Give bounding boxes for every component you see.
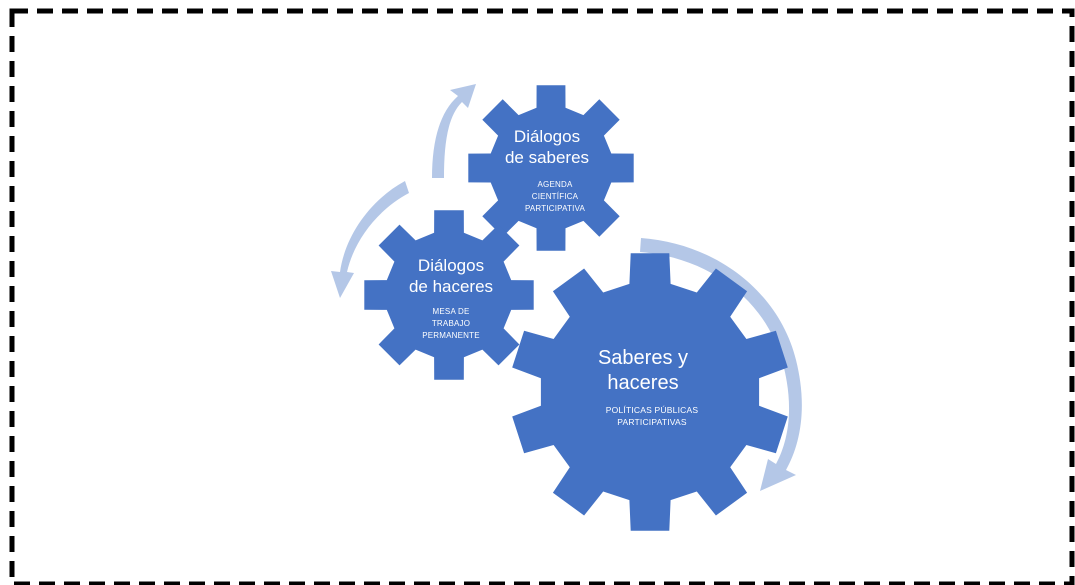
gear-dialogos-de-saberes (468, 85, 634, 251)
curved-arrow-icon (331, 181, 409, 298)
gear-subtitle-line3: PERMANENTE (422, 331, 480, 340)
gear-haceres-label: Diálogos de haceres MESA DE TRABAJO PERM… (409, 256, 493, 340)
gear-subtitle-line2: TRABAJO (432, 319, 470, 328)
arrow-left-down (331, 181, 409, 298)
gear-shape (468, 85, 634, 251)
gear-subtitle-line2: PARTICIPATIVAS (617, 417, 687, 427)
gear-title-line2: de haceres (409, 277, 493, 296)
gear-saberes-label: Diálogos de saberes AGENDA CIENTÍFICA PA… (505, 127, 589, 213)
gear-subtitle-line1: POLÍTICAS PÚBLICAS (606, 405, 699, 415)
gear-subtitle-line1: AGENDA (538, 180, 573, 189)
gear-big-label: Saberes y haceres POLÍTICAS PÚBLICAS PAR… (598, 347, 698, 427)
arrow-right-down (640, 238, 802, 491)
gear-title-line2: de saberes (505, 148, 589, 167)
gear-title-line1: Diálogos (514, 127, 580, 146)
curved-arrow-icon (640, 238, 802, 491)
gear-shape (512, 253, 788, 531)
gear-title-line1: Diálogos (418, 256, 484, 275)
gear-title-line1: Saberes y (598, 347, 688, 369)
gear-subtitle-line3: PARTICIPATIVA (525, 204, 586, 213)
gear-shape (364, 210, 534, 380)
gear-saberes-y-haceres (512, 253, 788, 531)
arrow-top-up (432, 84, 476, 178)
curved-arrow-icon (432, 84, 476, 178)
gear-subtitle-line1: MESA DE (433, 307, 470, 316)
gear-dialogos-de-haceres (364, 210, 534, 380)
gear-title-line2: haceres (607, 372, 678, 394)
gear-subtitle-line2: CIENTÍFICA (532, 192, 579, 201)
